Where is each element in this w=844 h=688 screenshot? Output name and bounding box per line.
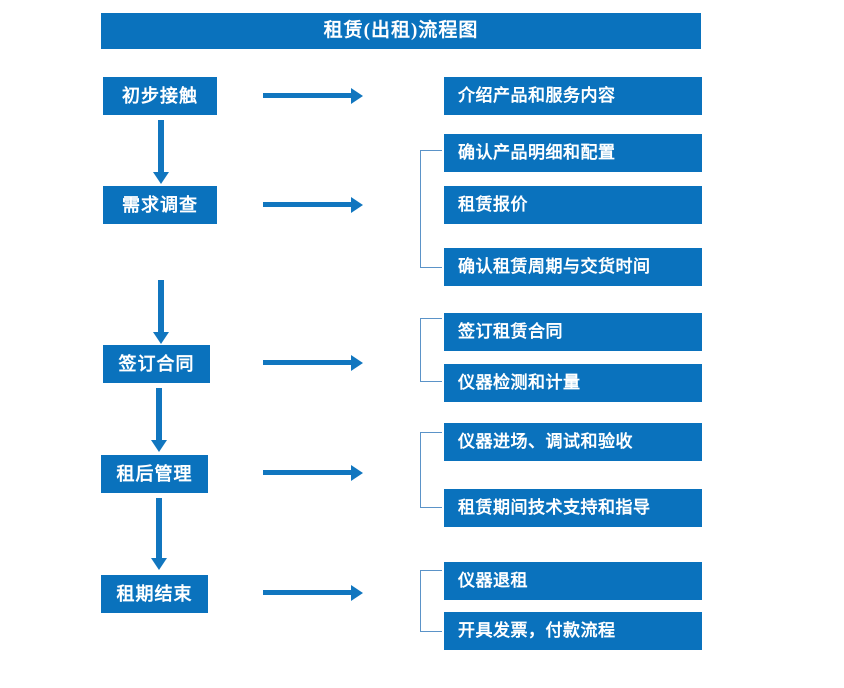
arrow-head: [151, 440, 167, 452]
arrow-shaft: [263, 202, 351, 207]
arrow-shaft: [263, 93, 351, 98]
arrow-shaft: [263, 360, 351, 365]
group-bracket-2: [420, 318, 442, 382]
page-title: 租赁(出租)流程图: [101, 13, 701, 49]
group-bracket-4: [420, 570, 442, 632]
arrow-shaft: [263, 590, 351, 595]
arrow-head: [351, 465, 363, 481]
detail-box-2[interactable]: 确认产品明细和配置: [444, 134, 702, 172]
detail-box-1[interactable]: 介绍产品和服务内容: [444, 77, 702, 115]
detail-box-7[interactable]: 仪器进场、调试和验收: [444, 423, 702, 461]
horizontal-arrow-4: [263, 464, 363, 482]
arrow-head: [153, 172, 169, 184]
vertical-arrow-3: [150, 388, 168, 452]
horizontal-arrow-3: [263, 354, 363, 372]
group-bracket-1: [420, 150, 442, 268]
stage-box-1[interactable]: 初步接触: [103, 77, 217, 115]
arrow-shaft: [156, 498, 162, 558]
vertical-arrow-4: [150, 498, 168, 570]
stage-box-3[interactable]: 签订合同: [103, 345, 210, 383]
stage-box-5[interactable]: 租期结束: [101, 575, 208, 613]
arrow-head: [153, 332, 169, 344]
horizontal-arrow-5: [263, 584, 363, 602]
detail-box-5[interactable]: 签订租赁合同: [444, 313, 702, 351]
vertical-arrow-2: [152, 280, 170, 344]
detail-box-6[interactable]: 仪器检测和计量: [444, 364, 702, 402]
arrow-head: [351, 585, 363, 601]
arrow-head: [351, 88, 363, 104]
stage-box-4[interactable]: 租后管理: [101, 455, 208, 493]
vertical-arrow-1: [152, 120, 170, 184]
detail-box-4[interactable]: 确认租赁周期与交货时间: [444, 248, 702, 286]
arrow-shaft: [158, 120, 164, 172]
detail-box-8[interactable]: 租赁期间技术支持和指导: [444, 489, 702, 527]
horizontal-arrow-1: [263, 87, 363, 105]
detail-box-10[interactable]: 开具发票，付款流程: [444, 612, 702, 650]
arrow-head: [351, 355, 363, 371]
horizontal-arrow-2: [263, 196, 363, 214]
detail-box-9[interactable]: 仪器退租: [444, 562, 702, 600]
arrow-head: [351, 197, 363, 213]
group-bracket-3: [420, 432, 442, 508]
arrow-head: [151, 558, 167, 570]
detail-box-3[interactable]: 租赁报价: [444, 186, 702, 224]
arrow-shaft: [158, 280, 164, 332]
arrow-shaft: [263, 470, 351, 475]
stage-box-2[interactable]: 需求调查: [103, 186, 217, 224]
arrow-shaft: [156, 388, 162, 440]
